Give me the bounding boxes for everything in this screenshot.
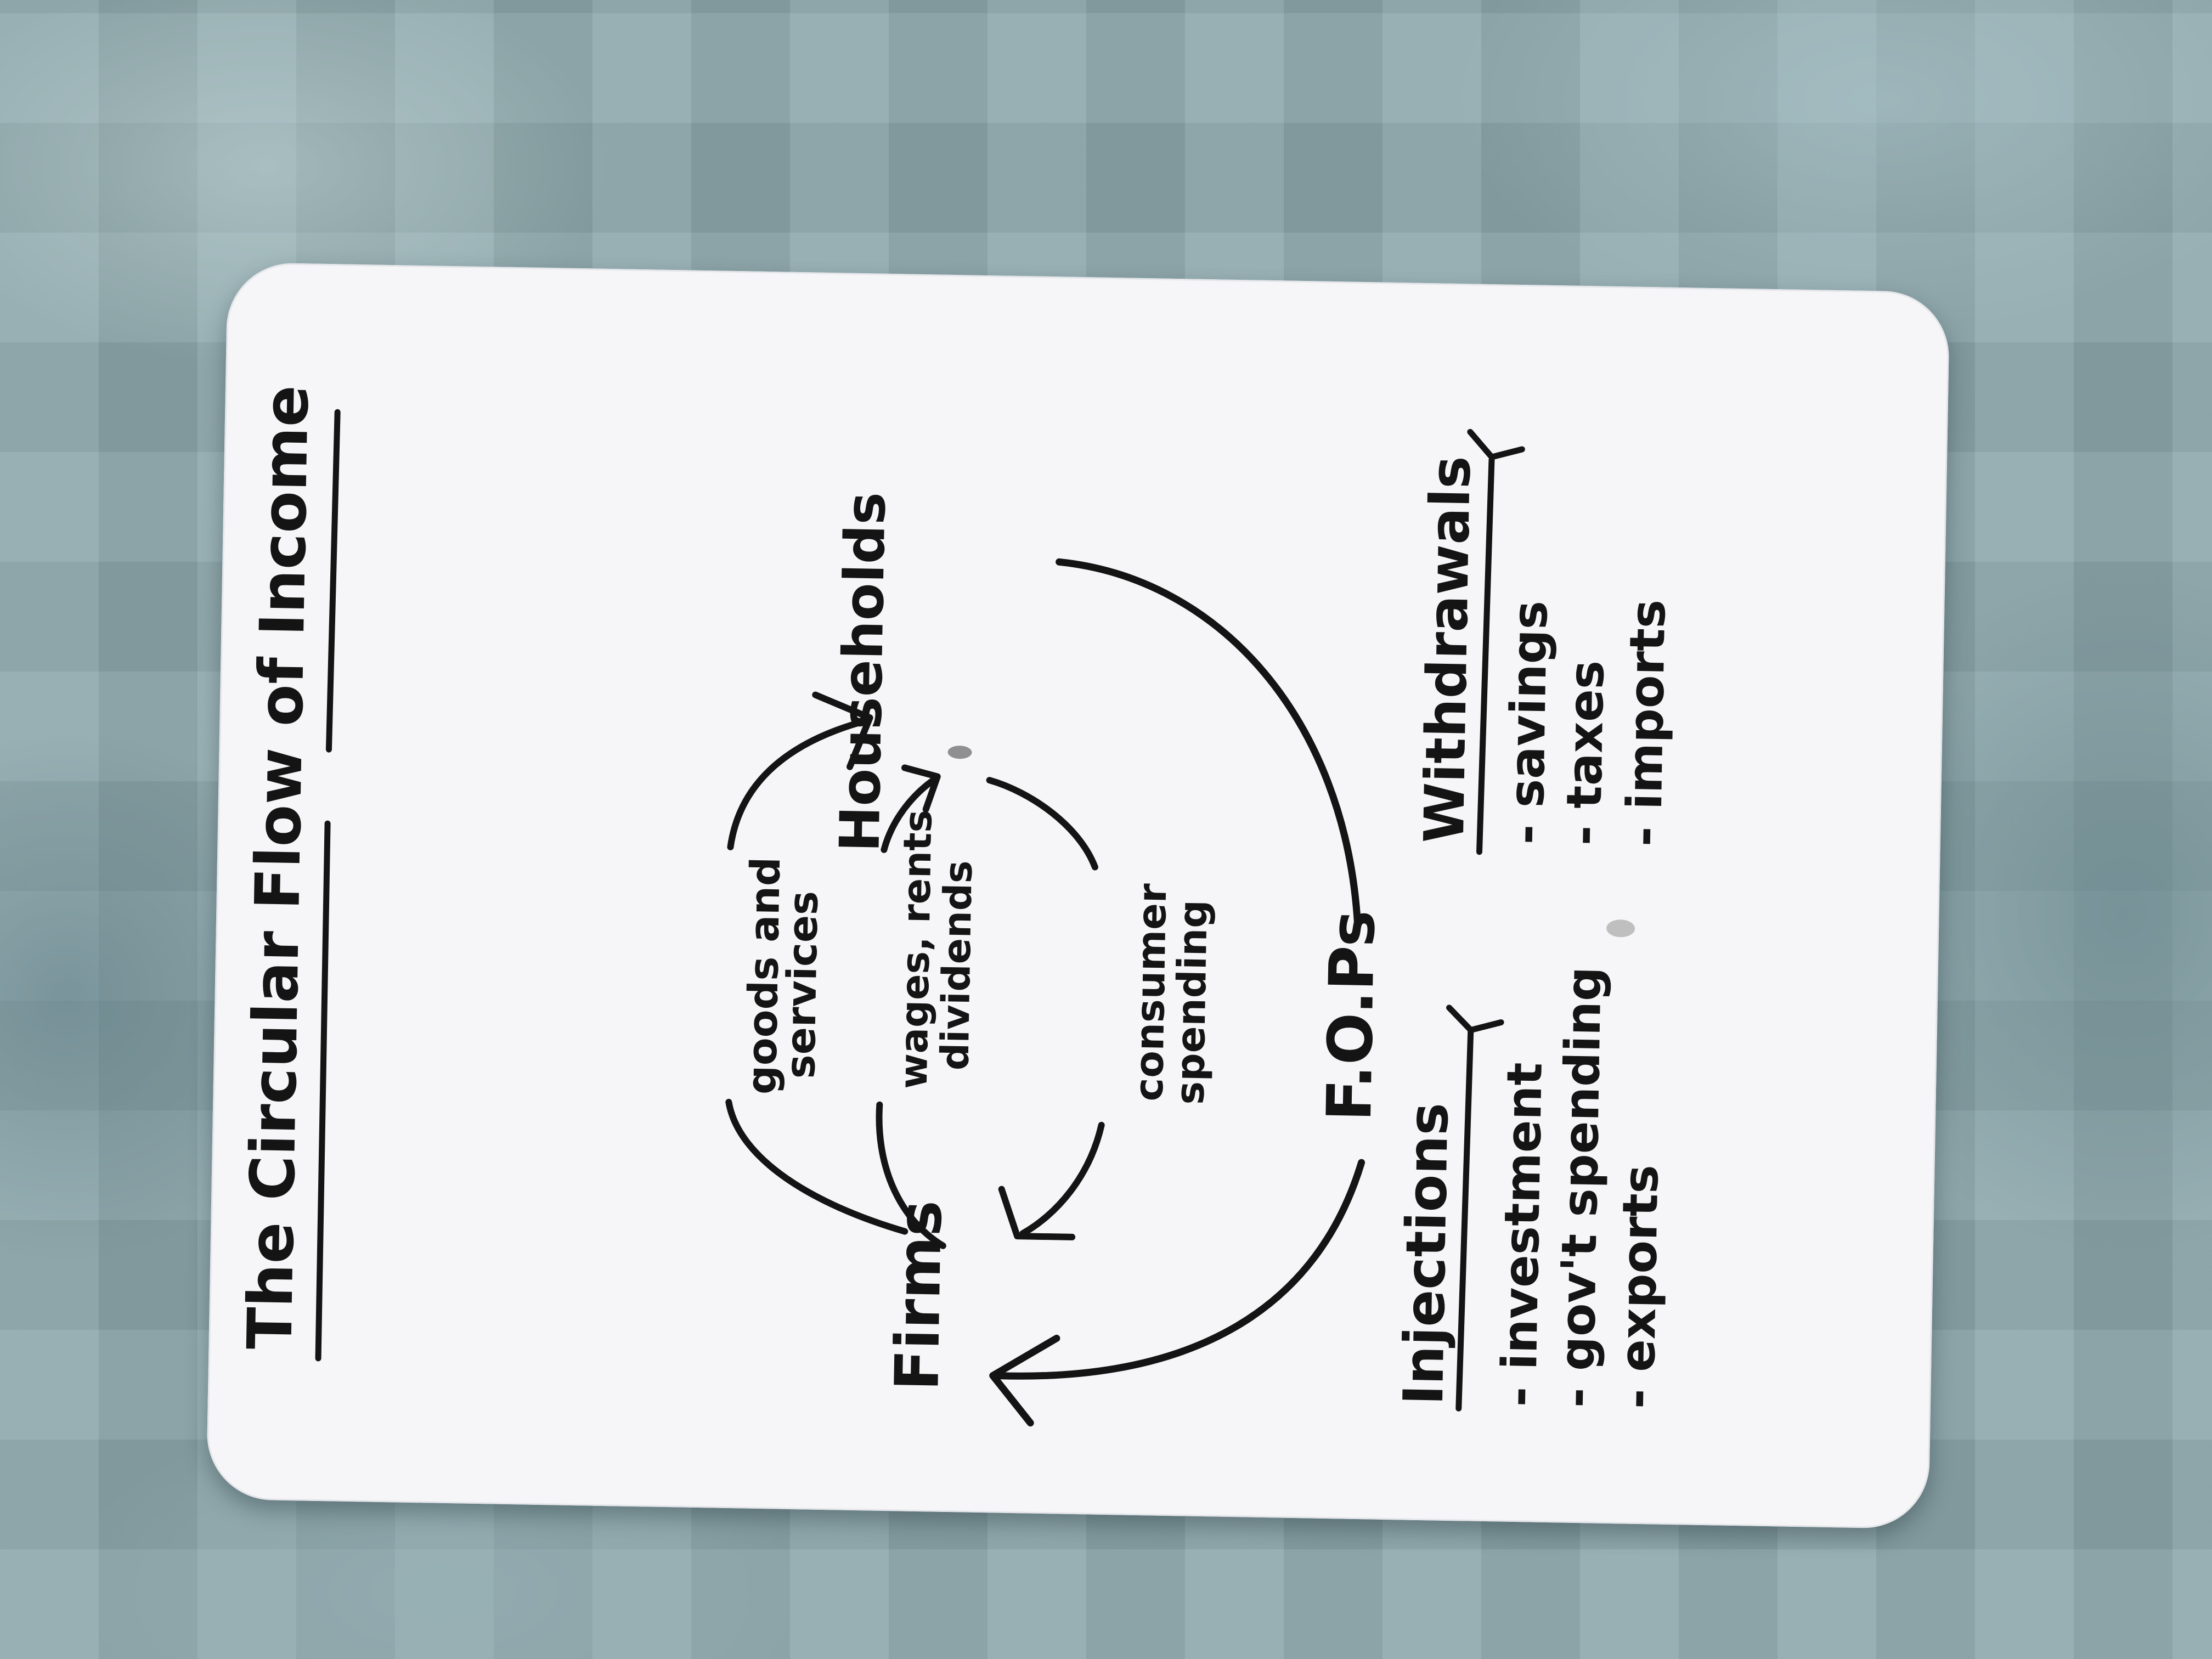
goods-services-arc-upper bbox=[727, 717, 871, 850]
households-label: Households bbox=[827, 492, 898, 853]
injections-item-investment: - investment bbox=[1491, 1062, 1553, 1407]
wages-rents-arrowhead bbox=[901, 764, 941, 813]
outer-flow-arrowhead bbox=[989, 1334, 1060, 1427]
injections-underline-arrow bbox=[1446, 1005, 1504, 1412]
injections-item-exports: - exports bbox=[1609, 1164, 1669, 1409]
withdrawals-heading: Withdrawals bbox=[1412, 455, 1483, 844]
goods-services-label-1: goods and bbox=[738, 856, 790, 1094]
whiteboard: The Circular Flow of Income Households F… bbox=[206, 262, 1950, 1530]
consumer-spending-arc-upper bbox=[986, 777, 1098, 871]
consumer-spending-arc-lower bbox=[1019, 1121, 1105, 1237]
goods-services-label-2: services bbox=[777, 890, 827, 1079]
withdrawals-underline-arrow bbox=[1467, 428, 1525, 855]
wages-rents-label-2: dividends bbox=[932, 860, 981, 1071]
diagram-title: The Circular Flow of Income bbox=[234, 385, 323, 1350]
wages-rents-arc-upper bbox=[881, 776, 938, 853]
wages-rents-label-1: wages, rents bbox=[891, 809, 941, 1089]
injections-heading: Injections bbox=[1391, 1102, 1461, 1406]
withdrawals-item-imports: - imports bbox=[1616, 599, 1677, 847]
goods-services-arc-lower bbox=[725, 1098, 909, 1235]
consumer-spending-arrowhead bbox=[998, 1186, 1076, 1240]
injections-item-govt-spending: - gov't spending bbox=[1548, 966, 1612, 1408]
goods-services-arrowhead bbox=[812, 691, 873, 770]
wages-rents-arc-lower bbox=[876, 1101, 946, 1249]
consumer-spending-label-1: consumer bbox=[1125, 883, 1175, 1102]
withdrawals-item-savings: - savings bbox=[1498, 600, 1559, 845]
marker-smudge bbox=[1606, 919, 1635, 938]
fops-label: F.O.Ps bbox=[1314, 910, 1389, 1122]
withdrawals-item-taxes: - taxes bbox=[1555, 660, 1615, 846]
outer-flow-arc-bottom bbox=[995, 1159, 1365, 1380]
outer-flow-arc-top bbox=[1056, 558, 1361, 925]
title-underline bbox=[315, 409, 341, 1362]
consumer-spending-label-2: spending bbox=[1166, 899, 1216, 1105]
firms-label: Firms bbox=[882, 1200, 955, 1391]
marker-smudge bbox=[947, 746, 972, 759]
circular-flow-diagram: The Circular Flow of Income Households F… bbox=[234, 385, 1677, 1427]
